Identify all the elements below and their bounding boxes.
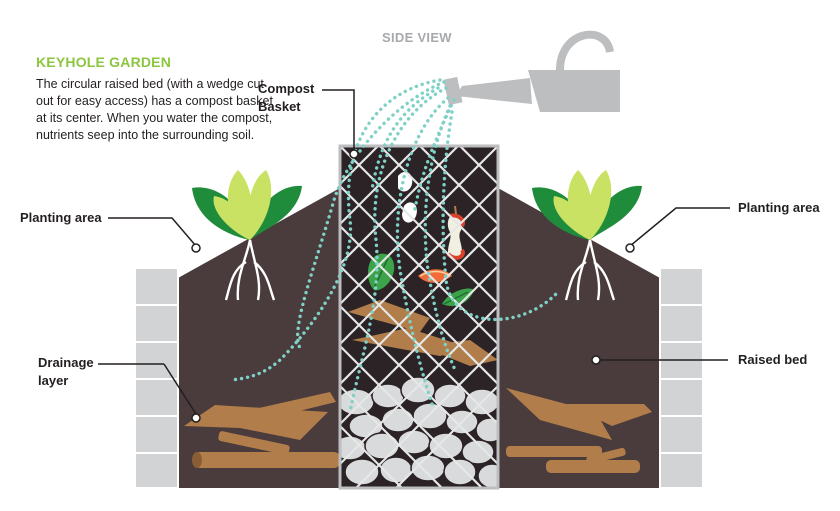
- plant-icon: [192, 170, 302, 301]
- compost-basket-leader: [322, 89, 355, 152]
- planting-area-right-label: Planting area: [738, 200, 820, 215]
- planting-area-left-leader: [108, 217, 197, 247]
- basket-contents: [340, 146, 498, 488]
- drainage-layer-label-line1: Drainage: [38, 355, 94, 370]
- water-streams: [230, 78, 558, 414]
- left-brick-wall: [134, 267, 179, 489]
- left-drainage-wood: [184, 392, 340, 468]
- drainage-layer-label: Drainage layer: [38, 354, 94, 390]
- diagram-description: The circular raised bed (with a wedge cu…: [36, 77, 273, 142]
- leader-lines: [98, 89, 730, 365]
- basket-mesh: [340, 146, 498, 488]
- planting-area-right-leader: [629, 207, 730, 247]
- side-view-label: SIDE VIEW: [382, 30, 452, 45]
- drainage-layer-label-line2: layer: [38, 373, 69, 388]
- leaf-icon-small: [442, 288, 474, 307]
- diagram-title: KEYHOLE GARDEN: [36, 54, 172, 70]
- eggshell-icon: [398, 171, 417, 223]
- stones: [340, 376, 498, 488]
- leader-dots: [191, 149, 635, 365]
- right-drainage-wood: [506, 388, 652, 473]
- compost-basket-label: Compost Basket: [258, 80, 314, 116]
- plant-icon: [532, 170, 642, 301]
- drainage-leader-end: [163, 363, 197, 415]
- right-brick-wall: [659, 267, 704, 489]
- watering-can-icon: [443, 30, 620, 112]
- planting-area-left-label: Planting area: [20, 210, 102, 225]
- compost-basket-label-line2: Basket: [258, 99, 301, 114]
- drainage-dot: [191, 413, 201, 423]
- compost-basket-label-line1: Compost: [258, 81, 315, 96]
- raised-bed-label: Raised bed: [738, 352, 808, 367]
